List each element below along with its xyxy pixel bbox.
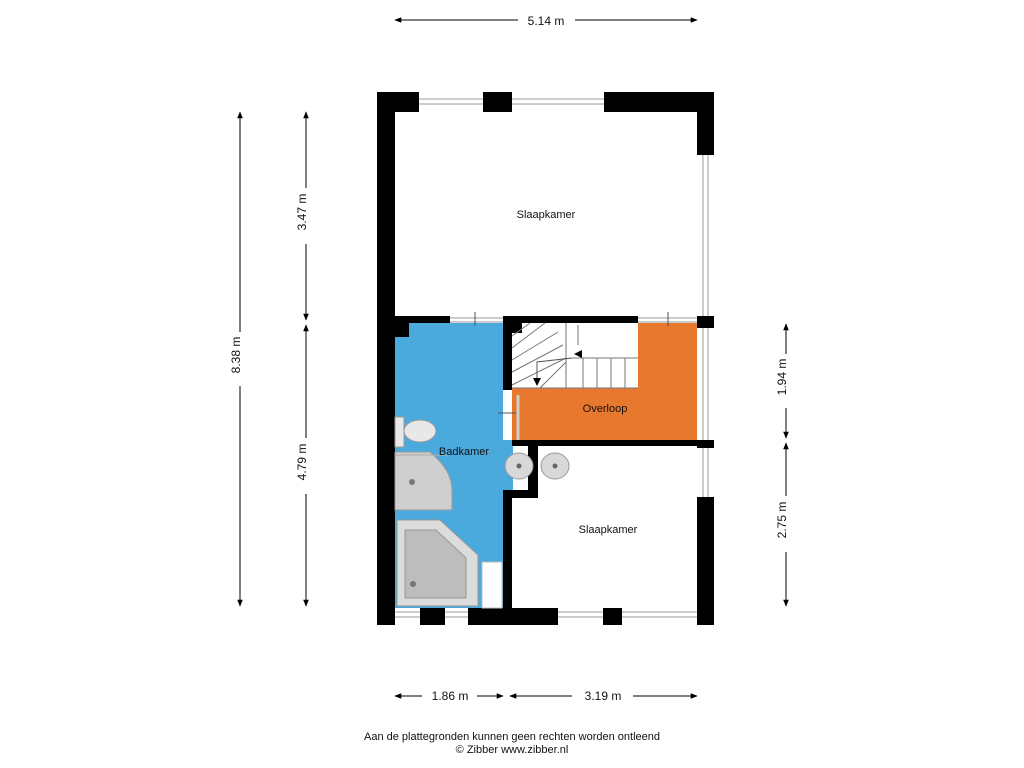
bath-shelf <box>481 561 503 609</box>
dim-left-total: 8.38 m <box>229 337 243 374</box>
door-marks <box>474 312 669 440</box>
room-label-bathroom: Badkamer <box>439 446 489 458</box>
stair-arrow-icon-2 <box>574 350 582 358</box>
dim-bottom-left: 1.86 m <box>432 689 469 703</box>
room-label-bedroom-bottom: Slaapkamer <box>579 524 638 536</box>
stair-area <box>512 323 638 388</box>
room-label-landing: Overloop <box>583 403 628 415</box>
staircase <box>511 322 638 389</box>
dim-left-upper: 3.47 m <box>295 194 309 231</box>
bathtub-icon <box>396 519 479 607</box>
sink-icon <box>504 452 534 480</box>
dim-right-upper: 1.94 m <box>775 359 789 396</box>
dimension-lines <box>237 17 789 699</box>
sink-icon-2 <box>540 452 570 480</box>
shower-icon <box>394 451 453 511</box>
footer-credit: © Zibber www.zibber.nl <box>455 744 569 756</box>
room-label-bedroom-top: Slaapkamer <box>517 209 576 221</box>
toilet-icon <box>394 416 437 448</box>
stair-arrow-icon <box>533 378 541 386</box>
dim-left-lower: 4.79 m <box>295 444 309 481</box>
dim-top-width: 5.14 m <box>528 14 565 28</box>
footer-disclaimer: Aan de plattegronden kunnen geen rechten… <box>363 731 660 743</box>
dim-right-lower: 2.75 m <box>775 502 789 539</box>
dim-bottom-right: 3.19 m <box>585 689 622 703</box>
